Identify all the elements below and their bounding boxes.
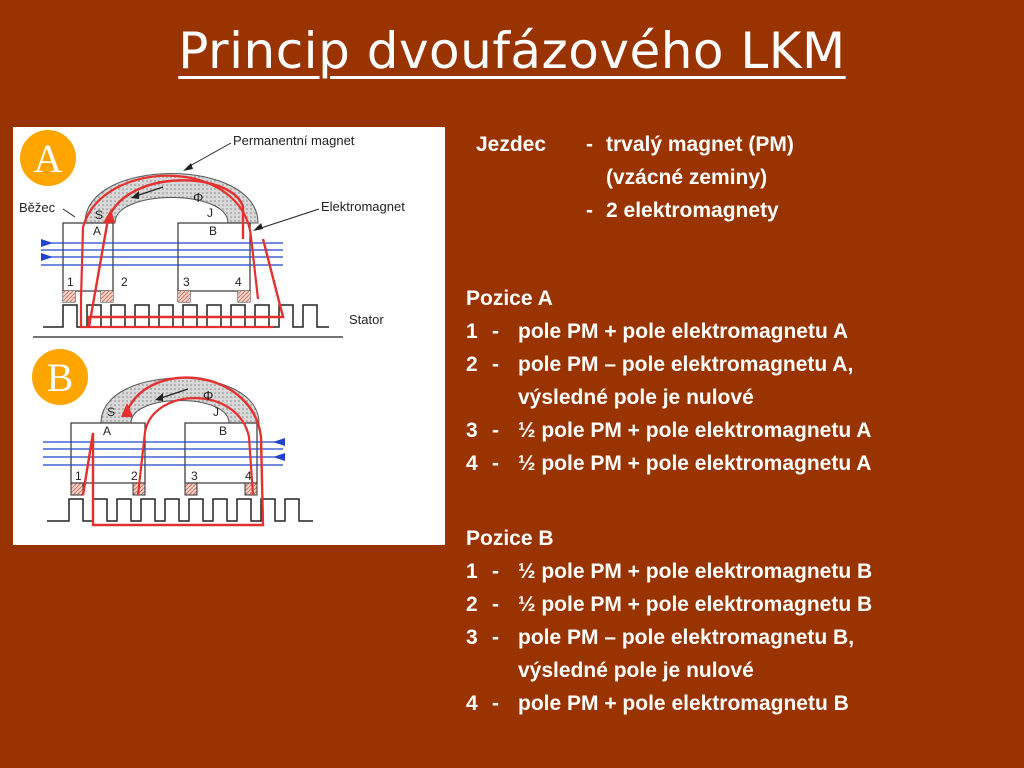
label-n2-b: 2 xyxy=(131,469,138,483)
label-n1-b: 1 xyxy=(75,469,82,483)
pozice-a-block: Pozice A 1 - pole PM + pole elektromagne… xyxy=(466,282,1016,492)
pozice-a-item-2-text: pole PM – pole elektromagnetu A, xyxy=(518,353,854,376)
pozice-b-heading: Pozice B xyxy=(466,527,554,550)
pozice-a-item-3-dash: - xyxy=(492,419,499,442)
label-stator: Stator xyxy=(349,312,384,327)
electromagnet-b-core-b xyxy=(184,422,258,484)
pozice-b-item-3-num: 3 xyxy=(466,626,478,649)
label-s-b: S xyxy=(107,405,115,419)
pozice-a-heading: Pozice A xyxy=(466,287,553,310)
pozice-b-item-1-num: 1 xyxy=(466,560,478,583)
pozice-b-item-1-text: ½ pole PM + pole elektromagnetu B xyxy=(518,560,873,583)
flux-line-a xyxy=(87,179,285,328)
label-runner: Běžec xyxy=(19,200,56,215)
pozice-b-item-3-text: pole PM – pole elektromagnetu B, xyxy=(518,626,855,649)
pozice-a-item-1-num: 1 xyxy=(466,320,478,343)
electromagnet-a-core-b xyxy=(70,422,146,484)
pozice-a-item-2-text-2: výsledné pole je nulové xyxy=(518,386,754,409)
pozice-b-item-3-text-2: výsledné pole je nulové xyxy=(518,659,754,682)
stator-b xyxy=(47,498,313,522)
pozice-b-item-1-dash: - xyxy=(492,560,499,583)
badge-position-a: A xyxy=(20,130,76,186)
label-permanent-magnet: Permanentní magnet xyxy=(233,133,355,148)
jezdec-line-1: trvalý magnet (PM) xyxy=(606,133,794,156)
pozice-b-item-2-num: 2 xyxy=(466,593,478,616)
badge-position-b: B xyxy=(32,349,88,405)
pozice-a-item-4-text: ½ pole PM + pole elektromagnetu A xyxy=(518,452,872,475)
label-j-b: J xyxy=(213,405,219,419)
pozice-a-item-3-text: ½ pole PM + pole elektromagnetu A xyxy=(518,419,872,442)
jezdec-block: Jezdec - trvalý magnet (PM) (vzácné zemi… xyxy=(476,128,1016,232)
label-n3-a: 3 xyxy=(183,275,190,289)
label-n4-b: 4 xyxy=(245,469,252,483)
label-core-b-top: B xyxy=(209,224,217,238)
jezdec-label: Jezdec xyxy=(476,133,547,156)
pozice-b-item-4-text: pole PM + pole elektromagnetu B xyxy=(518,692,849,715)
pozice-a-item-2-dash: - xyxy=(492,353,499,376)
diagram-position-a: Permanentní magnet Běžec Elektromagnet S… xyxy=(19,133,405,338)
jezdec-line-3: 2 elektromagnety xyxy=(606,199,779,222)
pozice-a-item-1-text: pole PM + pole elektromagnetu A xyxy=(518,320,849,343)
label-n1-a: 1 xyxy=(67,275,74,289)
flux-line-b xyxy=(81,376,265,527)
jezdec-dash-1: - xyxy=(586,133,593,156)
label-core-a-bottom: A xyxy=(103,424,111,438)
label-n3-b: 3 xyxy=(191,469,198,483)
pozice-b-item-4-num: 4 xyxy=(466,692,478,715)
pozice-b-item-3-dash: - xyxy=(492,626,499,649)
pozice-a-item-1-dash: - xyxy=(492,320,499,343)
diagram-position-b: Φ S J A B 1 2 3 4 xyxy=(43,376,313,527)
jezdec-dash-2: - xyxy=(586,199,593,222)
pozice-a-item-4-num: 4 xyxy=(466,452,478,475)
motor-diagram: Permanentní magnet Běžec Elektromagnet S… xyxy=(13,127,445,545)
jezdec-line-2: (vzácné zeminy) xyxy=(606,166,768,189)
label-core-a-top: A xyxy=(93,224,101,238)
label-n2-a: 2 xyxy=(121,275,128,289)
page-title: Princip dvoufázového LKM xyxy=(178,22,846,80)
label-n4-a: 4 xyxy=(235,275,242,289)
label-j-a: J xyxy=(207,206,213,220)
label-phi-b: Φ xyxy=(203,388,213,403)
motor-diagram-svg: Permanentní magnet Běžec Elektromagnet S… xyxy=(19,133,405,527)
pozice-a-item-4-dash: - xyxy=(492,452,499,475)
label-phi-a: Φ xyxy=(193,190,203,205)
pozice-b-item-2-text: ½ pole PM + pole elektromagnetu B xyxy=(518,593,873,616)
pozice-b-item-4-dash: - xyxy=(492,692,499,715)
pozice-b-item-2-dash: - xyxy=(492,593,499,616)
pozice-b-block: Pozice B 1 - ½ pole PM + pole elektromag… xyxy=(466,522,1016,732)
label-s-a: S xyxy=(95,208,103,222)
label-core-b-bottom: B xyxy=(219,424,227,438)
label-electromagnet: Elektromagnet xyxy=(321,199,405,214)
pozice-a-item-2-num: 2 xyxy=(466,353,478,376)
pozice-a-item-3-num: 3 xyxy=(466,419,478,442)
